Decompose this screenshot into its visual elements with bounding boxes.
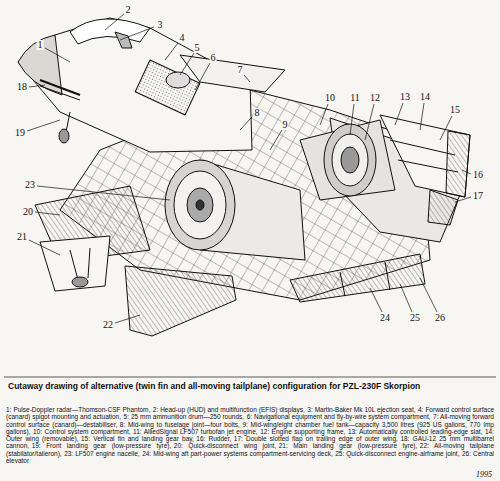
- key-entry: 17: Double slotted flap on trailing edge…: [234, 435, 398, 442]
- callout-number: 3: [157, 20, 164, 30]
- key-entry: 1: Pulse-Doppler radar—Thomson-CSF Phant…: [6, 406, 150, 413]
- caption-rule: [4, 377, 496, 378]
- callout-number: 11: [349, 93, 361, 103]
- callout-number: 6: [210, 53, 217, 63]
- callout-number: 24: [379, 313, 391, 323]
- key-entry: 2: Head-up (HUD) and multifunction (EFIS…: [153, 406, 305, 413]
- key-entry: 5: 25 mm ammunition drum—250 rounds,: [124, 413, 245, 420]
- leader-lines: [27, 14, 471, 323]
- key-entry: 25: Quick-disconnect engine-airframe joi…: [335, 450, 459, 457]
- key-entry: 13: Automatically controlled leading-edg…: [348, 428, 483, 435]
- callout-number: 15: [449, 105, 461, 115]
- key-entry: 24: Mid-wing aft part-power systems comp…: [142, 450, 333, 457]
- key-entry: 20: Quick-disconnect wing joint,: [174, 442, 276, 449]
- key-entry: 3: Martin-Baker Mk 10L ejection seat,: [307, 406, 415, 413]
- tailplane: [125, 266, 236, 336]
- callout-number: 21: [16, 232, 28, 242]
- callout-number: 5: [194, 43, 201, 53]
- key-entry: 10: Control system compartment,: [33, 428, 130, 435]
- callout-number: 26: [434, 313, 446, 323]
- key-entry: 11: AlliedSignal LF507 turbofan jet engi…: [133, 428, 258, 435]
- key-entry: 15: Vertical fin and landing gear bay,: [81, 435, 194, 442]
- callout-number: 8: [254, 108, 261, 118]
- flap: [428, 190, 458, 225]
- front-gear: [66, 112, 70, 132]
- key-entry: 21: Main landing gear (low-pressure tyre…: [279, 442, 418, 449]
- callout-number: 18: [16, 82, 28, 92]
- canard: [180, 55, 285, 92]
- callout-number: 4: [179, 33, 186, 43]
- callout-number: 9: [282, 120, 289, 130]
- callout-number: 25: [409, 313, 421, 323]
- ammunition-drum: [166, 72, 190, 88]
- canopy: [70, 19, 150, 44]
- page-number: 1995: [476, 470, 492, 479]
- key-entry: 16: Rudder,: [196, 435, 231, 442]
- callout-number: 20: [22, 207, 34, 217]
- far-engine: [300, 120, 395, 200]
- ejection-seat: [115, 32, 132, 48]
- figure-caption: Cutaway drawing of alternative (twin fin…: [8, 381, 492, 391]
- key-entry: 6: Navigational equipment and fly-by-wir…: [247, 413, 431, 420]
- callout-number: 14: [419, 92, 431, 102]
- key-entry: 23: LF507 engine nacelle,: [64, 450, 139, 457]
- callout-number: 19: [14, 128, 26, 138]
- callout-number: 12: [369, 93, 381, 103]
- callout-number: 13: [399, 92, 411, 102]
- key-text: 1: Pulse-Doppler radar—Thomson-CSF Phant…: [6, 406, 494, 464]
- aircraft-cutaway: [0, 0, 500, 380]
- rudder: [446, 131, 470, 197]
- callout-number: 1: [37, 40, 44, 50]
- callout-number: 22: [102, 320, 114, 330]
- callout-number: 23: [24, 180, 36, 190]
- callout-number: 10: [324, 93, 336, 103]
- key-entry: 8: Mid-wing to fuselage joint—four bolts…: [120, 421, 240, 428]
- callout-number: 16: [472, 170, 484, 180]
- key-entry: 19: Front landing gear (low-pressure tyr…: [32, 442, 172, 449]
- callout-number: 17: [472, 191, 484, 201]
- key-entry: 12: Engine supporting frame,: [260, 428, 345, 435]
- callout-number: 7: [237, 65, 244, 75]
- callout-number: 2: [125, 5, 132, 15]
- main-gear-bay: [40, 236, 110, 291]
